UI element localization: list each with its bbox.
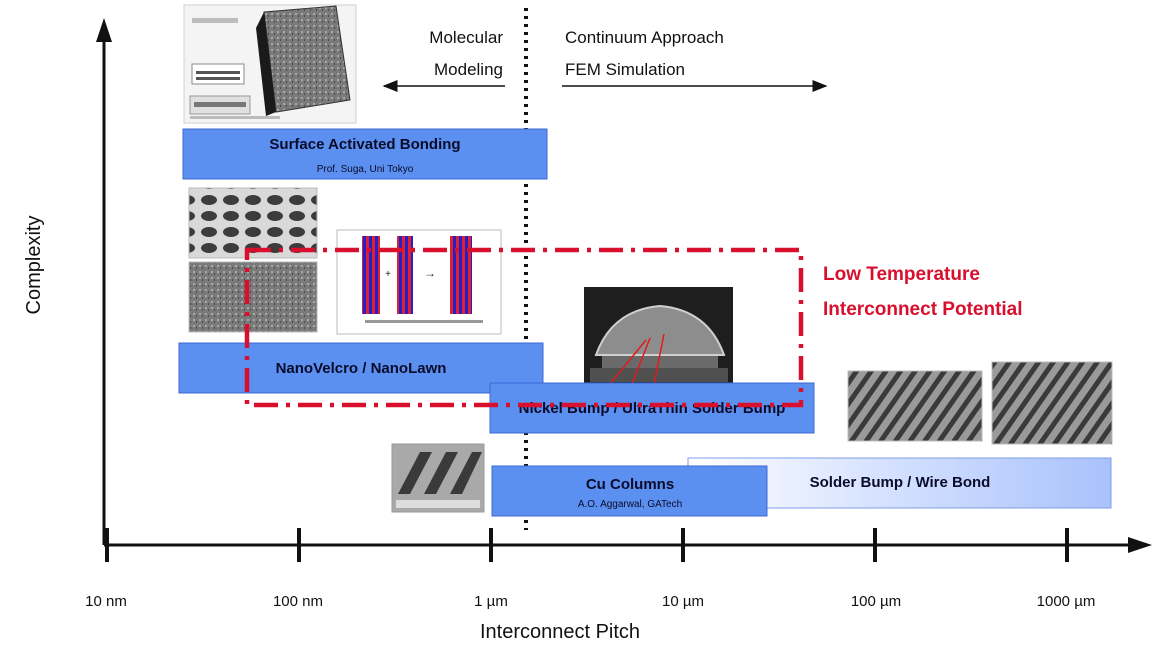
cu-columns-title: Cu Columns <box>586 476 674 493</box>
x-axis <box>104 528 1152 562</box>
y-axis-title: Complexity <box>23 216 45 315</box>
fem-label: FEM Simulation <box>565 60 685 79</box>
nickel-bump-title: Nickel Bump / UltraThin Solder Bump <box>519 400 786 417</box>
cu-columns-image <box>391 443 485 513</box>
nanovelcro-box <box>178 342 544 394</box>
solder-bump-array-image <box>991 361 1113 445</box>
x-axis-arrowhead <box>1128 537 1152 553</box>
tick-label-1um: 1 µm <box>474 593 508 610</box>
nanolawn-side-image <box>188 261 318 333</box>
tick-label-100nm: 100 nm <box>273 593 323 610</box>
tick-label-1000um: 1000 µm <box>1037 593 1096 610</box>
low-temperature-highlight-frame <box>244 247 804 408</box>
cu-columns-subtitle: A.O. Aggarwal, GATech <box>578 499 682 510</box>
nanovelcro-title: NanoVelcro / NanoLawn <box>276 360 447 377</box>
sab-micrograph-image <box>183 4 357 124</box>
wire-bond-image <box>847 370 983 442</box>
tick-label-100um: 100 µm <box>851 593 901 610</box>
highlight-label-line2: Interconnect Potential <box>823 299 1023 320</box>
y-axis <box>96 18 112 545</box>
tick-label-10um: 10 µm <box>662 593 704 610</box>
continuum-label: Continuum Approach <box>565 28 724 47</box>
highlight-label-line1: Low Temperature <box>823 264 980 285</box>
molecular-label: Molecular <box>429 28 503 47</box>
sab-box <box>182 128 548 180</box>
cu-columns-box <box>491 465 768 517</box>
x-axis-title: Interconnect Pitch <box>480 621 640 643</box>
tick-label-10nm: 10 nm <box>85 593 127 610</box>
sab-title: Surface Activated Bonding <box>269 136 460 153</box>
svg-text:+: + <box>385 269 391 280</box>
modeling-label: Modeling <box>434 60 503 79</box>
solder-bump-title: Solder Bump / Wire Bond <box>810 474 991 491</box>
y-axis-arrowhead <box>96 18 112 42</box>
solder-free-connection-image: + → <box>336 229 502 335</box>
sab-subtitle: Prof. Suga, Uni Tokyo <box>317 164 414 175</box>
bump-cross-section-image <box>584 287 733 387</box>
nickel-bump-box <box>489 382 815 434</box>
nanovelcro-top-image <box>188 187 318 259</box>
svg-text:→: → <box>424 266 436 280</box>
